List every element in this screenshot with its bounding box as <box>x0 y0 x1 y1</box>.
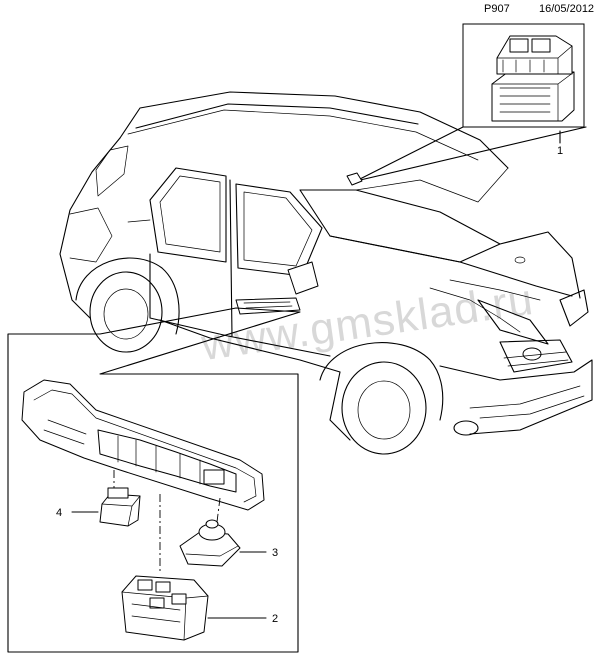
drawing-date: 16/05/2012 <box>539 3 595 15</box>
callout-3: 3 <box>272 547 278 559</box>
switch-bezel-armrest <box>21 379 265 511</box>
watermark-text: www.gmsklad.ru <box>198 275 537 370</box>
mirror-switch-part-3 <box>179 519 241 567</box>
detail-frame-parts-2-4 <box>7 307 301 653</box>
window-switch-part-4 <box>99 487 141 527</box>
door-switch-location <box>235 297 301 315</box>
callout-1: 1 <box>557 145 563 157</box>
drawing-code: P907 <box>484 3 510 15</box>
switch-module-part-1 <box>491 35 575 122</box>
switch-location-marker <box>346 172 363 186</box>
detail-box-part-1 <box>462 23 585 128</box>
car-outline <box>59 91 593 455</box>
master-window-switch-part-2 <box>121 575 209 641</box>
callout-2: 2 <box>272 613 278 625</box>
callout-4: 4 <box>56 507 62 519</box>
